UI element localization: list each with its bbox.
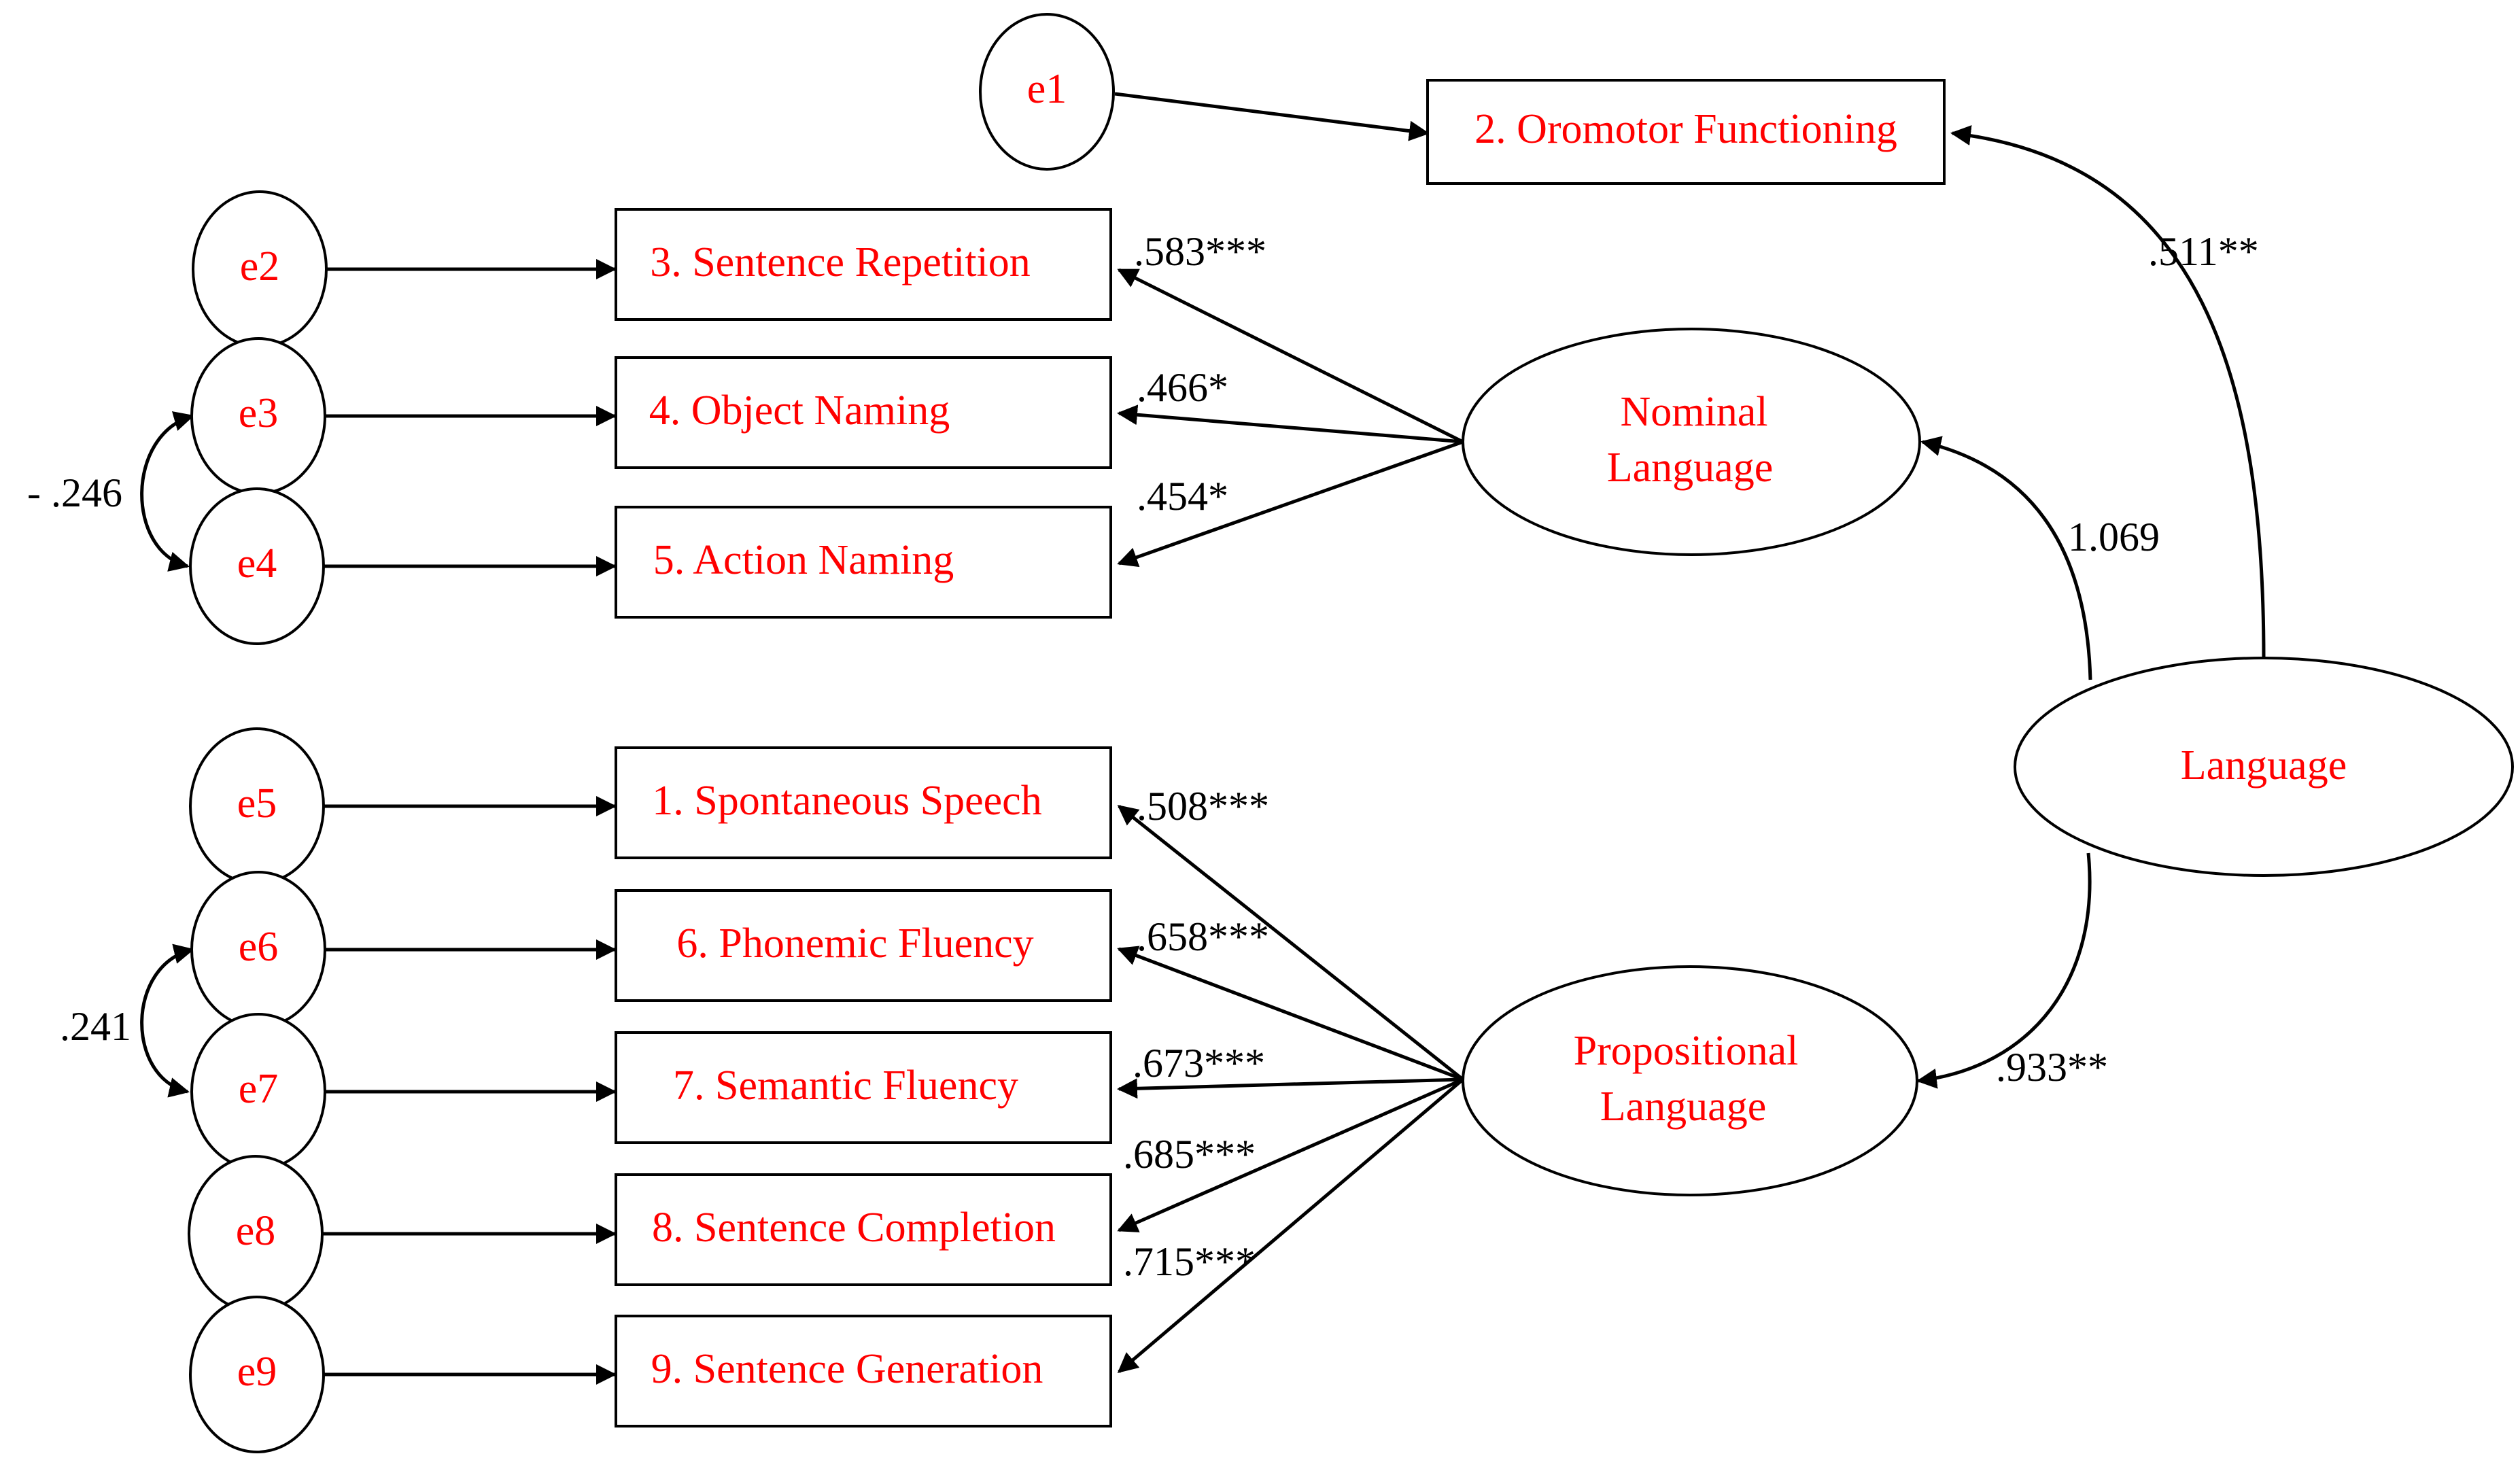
error-e1-label: e1 (1027, 66, 1067, 112)
latent-nominal-language: Nominal Language (1462, 328, 1921, 556)
arrow-language-nominal (1920, 436, 2092, 680)
error-e9: e9 (189, 1296, 325, 1453)
coef-propositional-sentence-completion: .685*** (1123, 1132, 1256, 1177)
indicator-oromotor-functioning-label: 2. Oromotor Functioning (1474, 106, 1897, 152)
indicator-action-naming-label: 5. Action Naming (653, 537, 954, 583)
coef-nominal-action-naming: .454* (1137, 474, 1228, 519)
indicator-sentence-generation: 9. Sentence Generation (615, 1315, 1112, 1427)
indicator-sentence-completion-label: 8. Sentence Completion (652, 1205, 1056, 1251)
latent-propositional-language-label-1: Propositional (1574, 1028, 1799, 1074)
cov-e3-e4: - .246 (27, 470, 122, 515)
coef-language-propositional: .933** (1996, 1045, 2108, 1090)
coef-propositional-phonemic-fluency: .658*** (1137, 914, 1269, 959)
indicator-spontaneous-speech-label: 1. Spontaneous Speech (652, 778, 1041, 824)
error-e5: e5 (189, 727, 325, 885)
arrow-nominal-object-naming (1117, 404, 1464, 444)
indicator-object-naming: 4. Object Naming (615, 356, 1112, 469)
error-e4-label: e4 (237, 540, 277, 587)
arrow-propositional-semantic-fluency (1117, 1077, 1464, 1099)
error-e7: e7 (190, 1013, 326, 1171)
indicator-oromotor-functioning: 2. Oromotor Functioning (1426, 79, 1946, 185)
coef-language-oromotor: .511** (2148, 229, 2259, 274)
error-e9-label: e9 (237, 1349, 277, 1395)
coef-propositional-spontaneous-speech: .508*** (1137, 784, 1269, 829)
indicator-phonemic-fluency: 6. Phonemic Fluency (615, 889, 1112, 1002)
latent-propositional-language-label-2: Language (1600, 1084, 1766, 1130)
coef-nominal-object-naming: .466* (1137, 365, 1228, 410)
error-e8: e8 (188, 1155, 324, 1313)
coef-language-nominal: 1.069 (2068, 515, 2160, 559)
arrow-propositional-sentence-completion (1117, 1077, 1464, 1232)
indicator-sentence-repetition: 3. Sentence Repetition (615, 208, 1112, 321)
indicator-semantic-fluency-label: 7. Semantic Fluency (673, 1062, 1018, 1109)
error-e7-label: e7 (239, 1066, 279, 1112)
arrow-propositional-sentence-generation (1117, 1078, 1464, 1373)
indicator-sentence-completion: 8. Sentence Completion (615, 1173, 1112, 1286)
error-e1: e1 (979, 13, 1115, 171)
indicator-sentence-generation-label: 9. Sentence Generation (651, 1346, 1043, 1392)
error-e3-label: e3 (239, 390, 279, 436)
coef-propositional-sentence-generation: .715*** (1123, 1239, 1256, 1284)
arrow-language-oromotor (1950, 125, 2266, 659)
arrow-language-propositional (1916, 852, 2092, 1089)
indicator-semantic-fluency: 7. Semantic Fluency (615, 1031, 1112, 1144)
arrow-propositional-spontaneous-speech (1117, 805, 1464, 1081)
error-e6-label: e6 (239, 924, 279, 970)
covariance-e3-e4 (140, 411, 194, 572)
cov-e6-e7: .241 (60, 1004, 131, 1049)
error-e2: e2 (192, 190, 328, 348)
indicator-spontaneous-speech: 1. Spontaneous Speech (615, 746, 1112, 859)
error-e8-label: e8 (236, 1208, 276, 1254)
indicator-phonemic-fluency-label: 6. Phonemic Fluency (676, 920, 1033, 967)
coef-propositional-semantic-fluency: .673*** (1133, 1041, 1265, 1086)
arrow-e1-oromotor (1114, 92, 1430, 141)
indicator-sentence-repetition-label: 3. Sentence Repetition (650, 239, 1031, 285)
error-e6: e6 (190, 871, 326, 1028)
arrow-nominal-sentence-repetition (1117, 268, 1464, 444)
error-e4: e4 (189, 487, 325, 645)
latent-language-label: Language (2181, 742, 2347, 789)
arrow-propositional-phonemic-fluency (1117, 946, 1464, 1081)
coef-nominal-sentence-repetition: .583*** (1134, 229, 1266, 274)
error-e5-label: e5 (237, 780, 277, 827)
error-e3: e3 (190, 337, 326, 495)
error-e2-label: e2 (240, 243, 280, 290)
arrow-nominal-action-naming (1117, 440, 1464, 568)
covariance-e6-e7 (140, 944, 194, 1098)
latent-propositional-language: Propositional Language (1462, 965, 1918, 1196)
indicator-object-naming-label: 4. Object Naming (649, 387, 950, 434)
indicator-action-naming: 5. Action Naming (615, 506, 1112, 619)
latent-language: Language (2014, 657, 2514, 877)
latent-nominal-language-label-2: Language (1607, 445, 1773, 491)
latent-nominal-language-label-1: Nominal (1621, 389, 1768, 435)
